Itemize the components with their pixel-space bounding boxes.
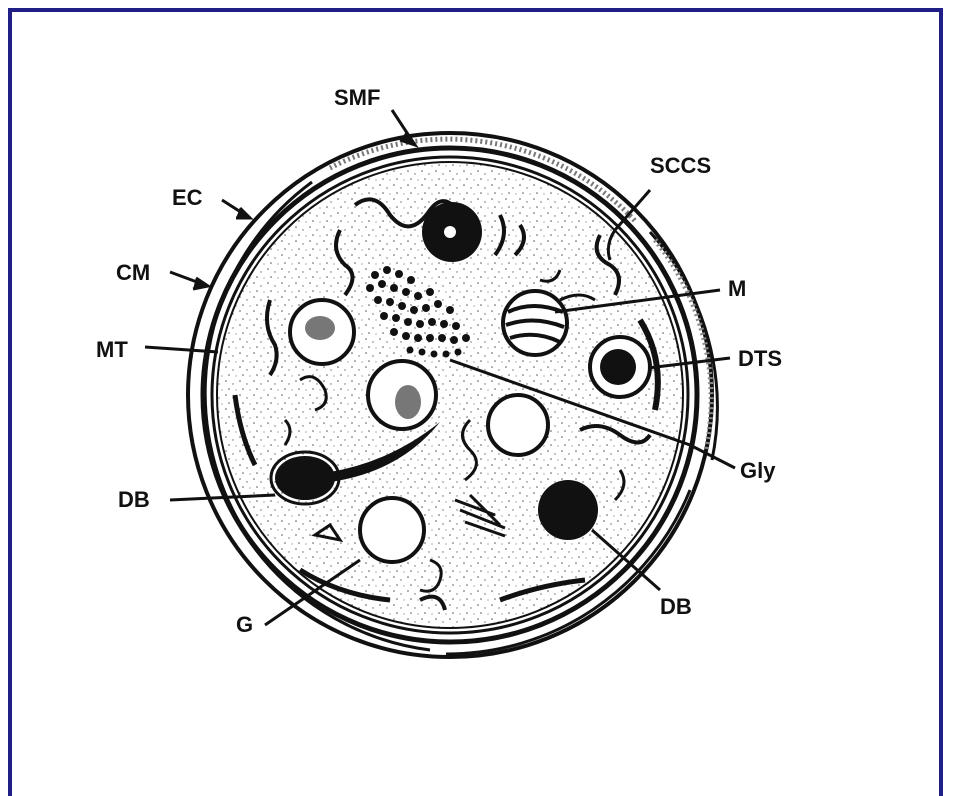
dts-granule [590,337,650,397]
mitochondrion [503,291,567,355]
dense-body-right [538,480,598,540]
label-cm: CM [116,260,150,285]
dense-body-upper [422,202,482,262]
label-db-left: DB [118,487,150,512]
label-smf: SMF [334,85,380,110]
granule-upper-left [290,300,354,364]
granule-lower [360,498,424,562]
label-db-right: DB [660,594,692,619]
label-mt: MT [96,337,128,362]
label-dts: DTS [738,346,782,371]
label-m: M [728,276,746,301]
granule-empty-center [488,395,548,455]
label-sccs: SCCS [650,153,711,178]
label-g: G [236,612,253,637]
label-ec: EC [172,185,203,210]
granule-center [368,361,436,429]
label-gly: Gly [740,458,776,483]
